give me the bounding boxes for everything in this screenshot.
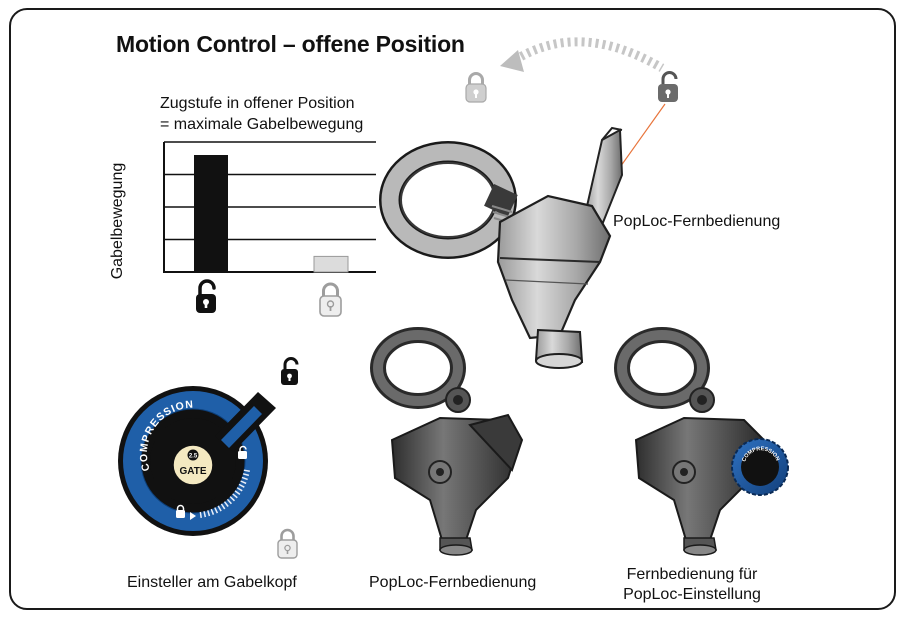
guide-line	[617, 103, 666, 171]
lock-open-icon	[658, 71, 678, 102]
lock-open-icon	[281, 357, 299, 385]
compression-dial-illustration: 2.5 GATE COMPRESSION	[118, 386, 276, 536]
lock-closed-icon	[465, 72, 487, 103]
curved-arrow-icon	[500, 37, 665, 72]
remote-adjust-illustration: COMPRESSION	[614, 327, 789, 556]
gate-label: GATE	[179, 466, 206, 477]
remote-large-illustration	[379, 126, 624, 369]
lock-closed-icon	[277, 528, 298, 559]
diagram-frame	[9, 8, 896, 610]
gate-value: 2.5	[189, 454, 198, 460]
label-remote-top: PopLoc-Fernbedienung	[613, 213, 781, 230]
label-dial: Einsteller am Gabelkopf	[127, 574, 297, 591]
label-remote-adjust-line1: Fernbedienung für	[626, 566, 758, 583]
bar-chart	[163, 141, 376, 273]
label-remote-adjust-line2: PopLoc-Einstellung	[623, 586, 761, 603]
label-remote-adjust: Fernbedienung für PopLoc-Einstellung	[612, 565, 772, 605]
lock-closed-icon	[319, 282, 342, 317]
lock-open-icon	[196, 279, 216, 313]
chart-bar-offen	[194, 155, 228, 272]
remote-dark-illustration	[370, 327, 524, 556]
label-remote-bottom: PopLoc-Fernbedienung	[369, 574, 537, 591]
lock-open-icon	[238, 445, 247, 459]
page-title: Motion Control – offene Position	[116, 31, 465, 57]
chart-caption-line1: Zugstufe in offener Position	[160, 95, 355, 112]
chart-caption-line2: = maximale Gabelbewegung	[160, 116, 364, 133]
lock-closed-icon	[176, 504, 185, 518]
chart-y-label: Gabelbewegung	[109, 162, 126, 280]
chart-caption: Zugstufe in offener Position = maximale …	[160, 93, 363, 135]
chart-bars	[194, 155, 349, 273]
chart-bar-geschlossen	[313, 255, 349, 273]
